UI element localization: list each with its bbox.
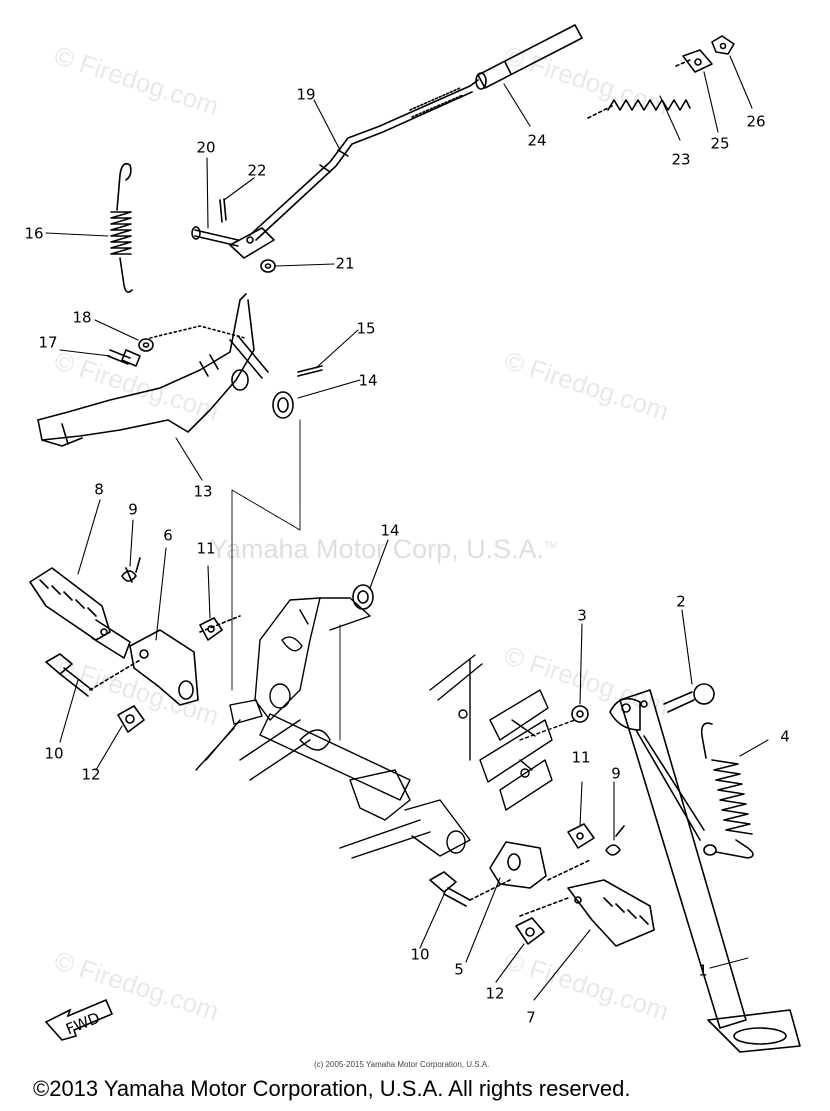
clevis-joint-part <box>229 227 275 259</box>
callout-21: 21 <box>335 254 355 273</box>
callout-23: 23 <box>671 150 691 169</box>
sidestand-spring-part <box>700 722 754 859</box>
callout-18: 18 <box>72 308 92 327</box>
footrest-right-part <box>567 879 655 947</box>
adjust-bolt-part <box>107 349 141 367</box>
nut-part <box>199 617 223 641</box>
callout-8: 8 <box>94 480 104 499</box>
callout-15: 15 <box>356 319 376 338</box>
oil-seal-part <box>352 584 374 610</box>
brake-pedal-part <box>37 293 269 447</box>
callout-6: 6 <box>163 526 173 545</box>
callout-19: 19 <box>296 85 316 104</box>
callout-1: 1 <box>698 961 708 980</box>
callout-9: 9 <box>611 764 621 783</box>
return-spring-part <box>110 162 133 293</box>
footrest-left-part <box>29 567 131 659</box>
small-copyright-text: (c) 2005-2015 Yamaha Motor Corporation, … <box>314 1060 490 1069</box>
callout-26: 26 <box>746 112 766 131</box>
nut-part <box>567 823 595 849</box>
sidestand-part <box>609 689 801 1053</box>
callout-11: 11 <box>196 539 216 558</box>
sidestand-bolt-part <box>663 683 715 713</box>
nut-part <box>138 338 154 352</box>
callout-9: 9 <box>128 500 138 519</box>
callout-10: 10 <box>410 945 430 964</box>
brake-rod-part <box>249 79 479 241</box>
callout-20: 20 <box>196 138 216 157</box>
callout-13: 13 <box>193 482 213 501</box>
nut-part <box>117 705 145 733</box>
callout-17: 17 <box>38 333 58 352</box>
footrest-spring-part <box>605 825 625 856</box>
adjuster-spring-part <box>607 99 691 111</box>
yamaha-watermark: Yamaha Motor Corp, U.S.A.TM <box>210 534 558 564</box>
wing-nut-part <box>711 35 735 55</box>
footrest-bracket-part <box>489 841 547 889</box>
nut-part <box>515 917 545 945</box>
footrest-spring-part <box>121 557 141 583</box>
cotter-pin-part <box>219 198 227 223</box>
callout-2: 2 <box>676 592 686 611</box>
callout-24: 24 <box>527 131 547 150</box>
cotter-pin-part <box>297 365 323 377</box>
copyright-text: ©2013 Yamaha Motor Corporation, U.S.A. A… <box>33 1076 631 1101</box>
bolt-part <box>45 653 93 697</box>
clevis-pin-part <box>191 226 239 247</box>
callout-10: 10 <box>44 744 64 763</box>
callout-12: 12 <box>485 984 505 1003</box>
callout-7: 7 <box>526 1008 536 1027</box>
washer-part <box>260 259 276 273</box>
callout-16: 16 <box>24 224 44 243</box>
bolt-part <box>429 871 471 907</box>
rod-sleeve-part <box>475 24 583 90</box>
callout-5: 5 <box>454 960 464 979</box>
forward-direction-arrow <box>44 998 114 1041</box>
frame-part <box>195 597 576 859</box>
callout-4: 4 <box>780 727 790 746</box>
adjuster-nut-part <box>682 49 713 73</box>
callout-14: 14 <box>380 521 400 540</box>
oil-seal-part <box>272 391 294 419</box>
callout-11: 11 <box>571 748 591 767</box>
collar-part <box>571 705 589 723</box>
callout-12: 12 <box>81 765 101 784</box>
callout-25: 25 <box>710 134 730 153</box>
footrest-bracket-part <box>129 629 199 706</box>
callout-3: 3 <box>577 606 587 625</box>
callout-14: 14 <box>358 371 378 390</box>
leader-lines <box>45 55 769 1001</box>
callout-22: 22 <box>247 161 267 180</box>
